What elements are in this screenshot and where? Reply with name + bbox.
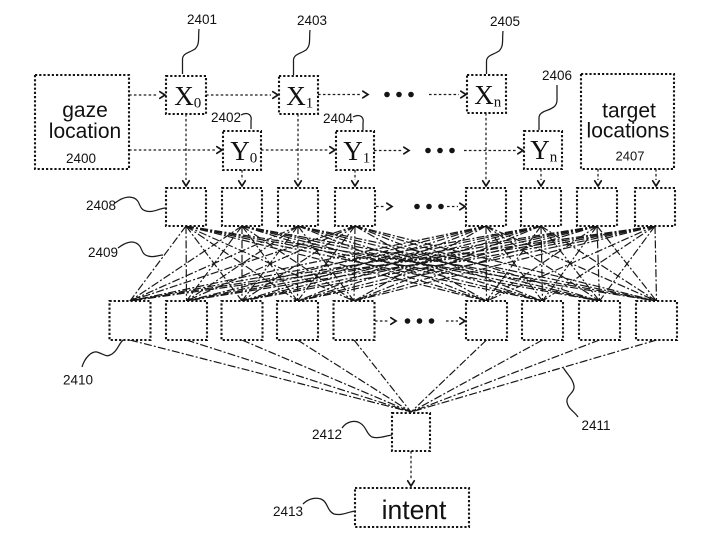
svg-text:0: 0 bbox=[194, 96, 202, 112]
svg-text:2413: 2413 bbox=[273, 504, 303, 519]
svg-text:X: X bbox=[474, 80, 494, 110]
svg-text:2403: 2403 bbox=[297, 13, 327, 28]
svg-text:Y: Y bbox=[230, 136, 250, 166]
svg-text:2405: 2405 bbox=[490, 14, 520, 29]
svg-text:2404: 2404 bbox=[323, 111, 354, 126]
svg-text:2408: 2408 bbox=[86, 198, 116, 213]
svg-text:2406: 2406 bbox=[542, 68, 572, 83]
svg-text:Y: Y bbox=[530, 135, 550, 165]
svg-text:2409: 2409 bbox=[88, 245, 118, 260]
svg-text:location: location bbox=[49, 120, 121, 143]
svg-text:2400: 2400 bbox=[66, 151, 96, 166]
svg-text:X: X bbox=[174, 81, 194, 111]
svg-text:2412: 2412 bbox=[312, 427, 342, 442]
svg-text:2401: 2401 bbox=[187, 12, 217, 27]
svg-text:target: target bbox=[602, 100, 656, 123]
svg-text:1: 1 bbox=[363, 151, 371, 167]
svg-text:2407: 2407 bbox=[616, 149, 645, 164]
svg-text:n: n bbox=[494, 95, 502, 111]
svg-text:Y: Y bbox=[343, 136, 363, 166]
svg-text:intent: intent bbox=[382, 495, 447, 525]
svg-text:2402: 2402 bbox=[211, 110, 241, 125]
svg-text:0: 0 bbox=[250, 151, 258, 167]
svg-text:locations: locations bbox=[587, 120, 670, 143]
svg-text:n: n bbox=[550, 150, 558, 166]
svg-text:X: X bbox=[286, 81, 306, 111]
svg-text:2411: 2411 bbox=[581, 418, 610, 433]
svg-text:1: 1 bbox=[306, 96, 314, 112]
svg-text:2410: 2410 bbox=[63, 373, 93, 388]
svg-text:gaze: gaze bbox=[62, 99, 108, 122]
